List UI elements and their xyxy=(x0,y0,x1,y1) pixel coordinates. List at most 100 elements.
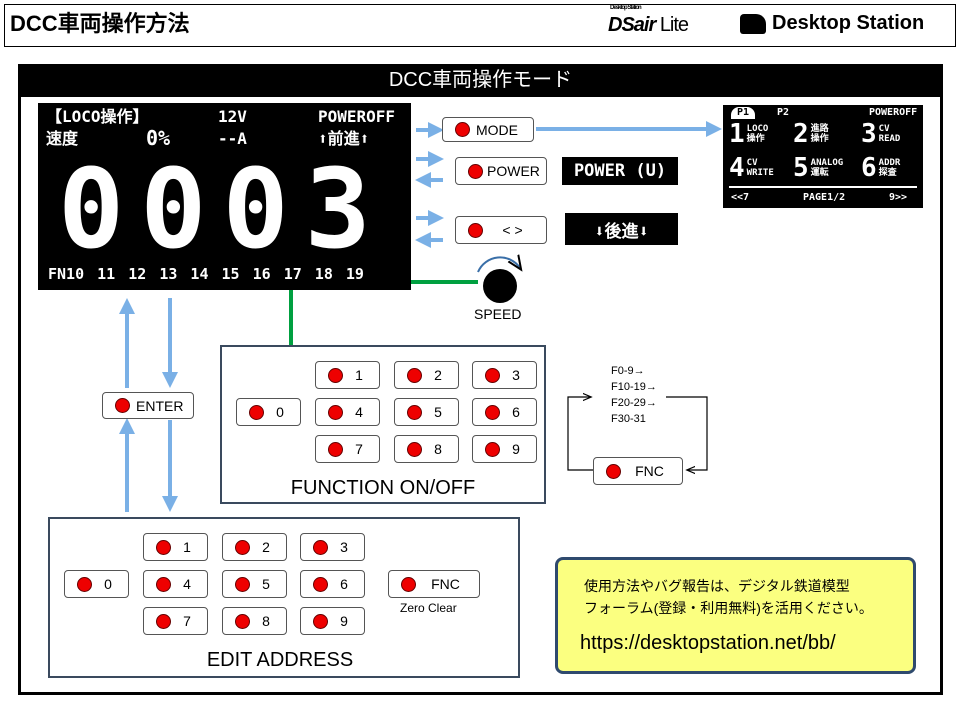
menu-item-line: 探査 xyxy=(878,168,897,178)
logo-small-text: Desktop Station xyxy=(610,5,642,11)
menu-prev: <<7 xyxy=(731,192,750,203)
power-button[interactable]: POWER xyxy=(455,157,547,185)
function-fnc-button[interactable]: FNC xyxy=(593,457,683,485)
rotate-arrow-icon xyxy=(477,257,520,273)
menu-item-number: 6 xyxy=(861,153,877,183)
address-key-4[interactable]: 4 xyxy=(143,570,208,598)
menu-item-text: 進路操作 xyxy=(811,124,829,144)
button-dot-icon xyxy=(235,576,250,592)
menu-item-line: ADDR xyxy=(878,158,901,168)
key-label: 2 xyxy=(434,367,442,383)
oled-voltage: 12V xyxy=(218,107,247,126)
function-key-6[interactable]: 6 xyxy=(472,398,537,426)
info-url-link[interactable]: https://desktopstation.net/bb/ xyxy=(580,632,836,654)
oled-functions: FN10 11 12 13 14 15 16 17 18 19 xyxy=(48,265,364,283)
enter-label: ENTER xyxy=(136,397,184,414)
address-key-0[interactable]: 0 xyxy=(64,570,129,598)
key-label: 3 xyxy=(512,367,520,383)
button-dot-icon xyxy=(156,539,171,555)
function-key-0[interactable]: 0 xyxy=(236,398,301,426)
key-label: 8 xyxy=(434,441,442,457)
menu-item-line: ANALOG xyxy=(810,158,844,168)
address-key-3[interactable]: 3 xyxy=(300,533,365,561)
header-bar xyxy=(4,4,956,47)
function-box: FUNCTION ON/OFF xyxy=(220,345,546,504)
menu-tab-p1: P1 xyxy=(731,107,756,119)
direction-button[interactable]: < > xyxy=(455,216,547,244)
menu-item-line: 操作 xyxy=(810,134,829,144)
fnc-loop-right xyxy=(666,396,708,470)
address-key-1[interactable]: 1 xyxy=(143,533,208,561)
key-label: 5 xyxy=(262,576,270,592)
function-key-3[interactable]: 3 xyxy=(472,361,537,389)
menu-item-number: 4 xyxy=(729,153,745,183)
address-key-9[interactable]: 9 xyxy=(300,607,365,635)
button-dot-icon xyxy=(407,367,422,383)
key-label: 2 xyxy=(262,539,270,555)
address-key-8[interactable]: 8 xyxy=(222,607,287,635)
address-key-7[interactable]: 7 xyxy=(143,607,208,635)
address-box: EDIT ADDRESS xyxy=(48,517,520,678)
address-box-title: EDIT ADDRESS xyxy=(206,649,354,671)
button-dot-icon xyxy=(485,367,500,383)
info-line2: フォーラム(登録・利用無料)を活用ください。 xyxy=(584,600,873,616)
address-key-5[interactable]: 5 xyxy=(222,570,287,598)
button-dot-icon xyxy=(313,539,328,555)
address-key-6[interactable]: 6 xyxy=(300,570,365,598)
menu-item-line: WRITE xyxy=(746,168,774,178)
menu-item-line: CV xyxy=(878,124,890,134)
button-dot-icon xyxy=(468,222,483,238)
logo-lite: Lite xyxy=(659,14,689,36)
function-key-4[interactable]: 4 xyxy=(315,398,380,426)
button-dot-icon xyxy=(455,122,470,137)
address-fnc-button[interactable]: FNC xyxy=(388,570,480,598)
speed-knob xyxy=(483,269,517,303)
fnc-label: FNC xyxy=(635,463,664,479)
button-dot-icon xyxy=(249,404,264,420)
button-dot-icon xyxy=(156,576,171,592)
mode-label: MODE xyxy=(476,121,518,138)
function-key-7[interactable]: 7 xyxy=(315,435,380,463)
menu-item-line: 運転 xyxy=(810,168,829,178)
enter-button[interactable]: ENTER xyxy=(102,392,194,419)
function-key-1[interactable]: 1 xyxy=(315,361,380,389)
info-line1: 使用方法やバグ報告は、デジタル鉄道模型 xyxy=(584,578,850,594)
desktop-station-logo: Desktop Station xyxy=(740,12,924,35)
button-dot-icon xyxy=(328,404,343,420)
page-title: DCC車両操作方法 xyxy=(10,11,190,36)
oled-power: POWEROFF xyxy=(318,107,396,126)
menu-page: PAGE1/2 xyxy=(803,192,846,203)
button-dot-icon xyxy=(328,441,343,457)
key-label: 7 xyxy=(183,613,191,629)
key-label: 0 xyxy=(276,404,284,420)
button-dot-icon xyxy=(485,441,500,457)
function-key-2[interactable]: 2 xyxy=(394,361,459,389)
address-key-2[interactable]: 2 xyxy=(222,533,287,561)
fnc-label: FNC xyxy=(431,576,460,592)
mode-button[interactable]: MODE xyxy=(442,117,534,142)
function-key-9[interactable]: 9 xyxy=(472,435,537,463)
fnc-cycle-item: F0-9→ xyxy=(611,365,645,377)
function-key-8[interactable]: 8 xyxy=(394,435,459,463)
button-dot-icon xyxy=(156,613,171,629)
button-dot-icon xyxy=(606,463,621,479)
function-key-5[interactable]: 5 xyxy=(394,398,459,426)
fnc-cycle-item: F20-29→ xyxy=(611,397,657,409)
button-dot-icon xyxy=(401,576,416,592)
oled-current: --A xyxy=(218,129,247,148)
function-box-title: FUNCTION ON/OFF xyxy=(290,477,476,499)
button-dot-icon xyxy=(235,613,250,629)
key-label: 8 xyxy=(262,613,270,629)
info-box: 使用方法やバグ報告は、デジタル鉄道模型 フォーラム(登録・利用無料)を活用くださ… xyxy=(555,557,916,674)
speed-label: SPEED xyxy=(474,306,522,322)
key-label: 6 xyxy=(340,576,348,592)
